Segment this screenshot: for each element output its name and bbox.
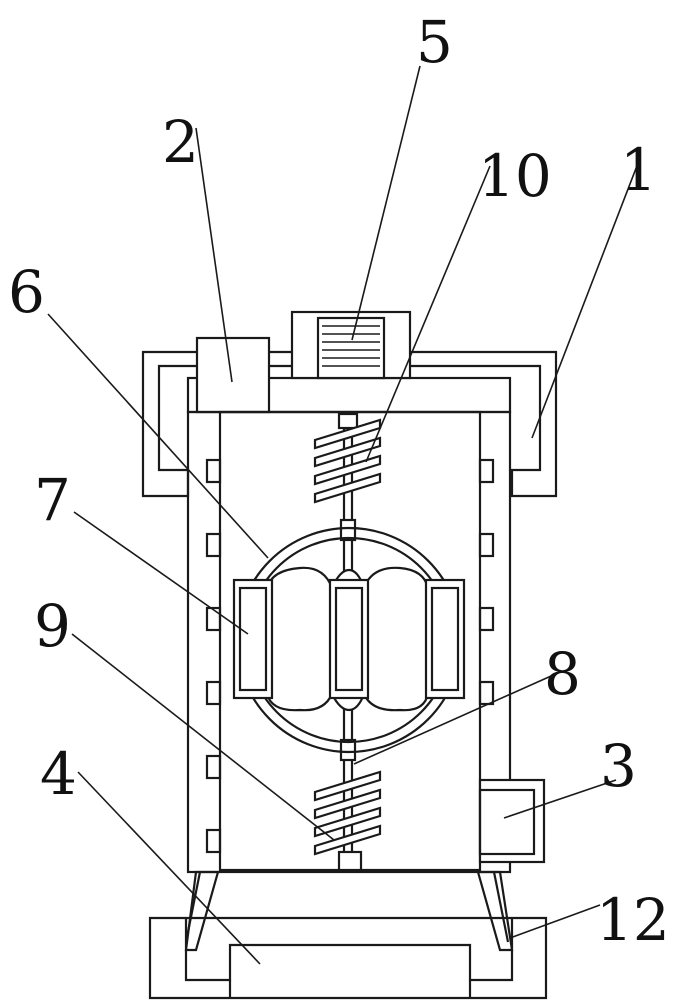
label-10: 10 bbox=[478, 142, 552, 210]
label-1: 1 bbox=[620, 136, 657, 204]
label-2: 2 bbox=[162, 108, 199, 176]
label-8: 8 bbox=[544, 640, 581, 708]
part-5-motor bbox=[290, 310, 412, 380]
leader-9 bbox=[71, 633, 335, 841]
leader-12 bbox=[509, 904, 601, 939]
part-10-upper-spiral bbox=[313, 418, 382, 504]
leader-4 bbox=[77, 771, 261, 965]
part-labels: 2 5 10 1 6 7 8 9 3 4 12 bbox=[8, 8, 670, 954]
label-9: 9 bbox=[34, 592, 71, 660]
leader-2 bbox=[195, 127, 233, 383]
label-3: 3 bbox=[600, 732, 637, 800]
label-4: 4 bbox=[40, 740, 77, 808]
leader-6 bbox=[47, 313, 269, 559]
left-slots bbox=[205, 458, 222, 854]
part-3-side-box bbox=[478, 778, 546, 864]
leader-7 bbox=[73, 511, 249, 635]
part-9-lower-spiral bbox=[313, 770, 382, 856]
leader-1 bbox=[531, 157, 641, 439]
label-5: 5 bbox=[416, 8, 453, 76]
label-6: 6 bbox=[8, 258, 45, 326]
part-2-box bbox=[195, 336, 271, 414]
leader-lines bbox=[47, 65, 641, 965]
leader-10 bbox=[365, 165, 491, 463]
leader-3 bbox=[503, 779, 617, 819]
part-7-rollers bbox=[232, 566, 466, 712]
base-and-legs bbox=[148, 870, 548, 1000]
leader-8 bbox=[353, 671, 561, 765]
leader-5 bbox=[351, 65, 421, 341]
right-slots bbox=[478, 458, 495, 706]
label-12: 12 bbox=[596, 886, 670, 954]
label-7: 7 bbox=[34, 466, 71, 534]
